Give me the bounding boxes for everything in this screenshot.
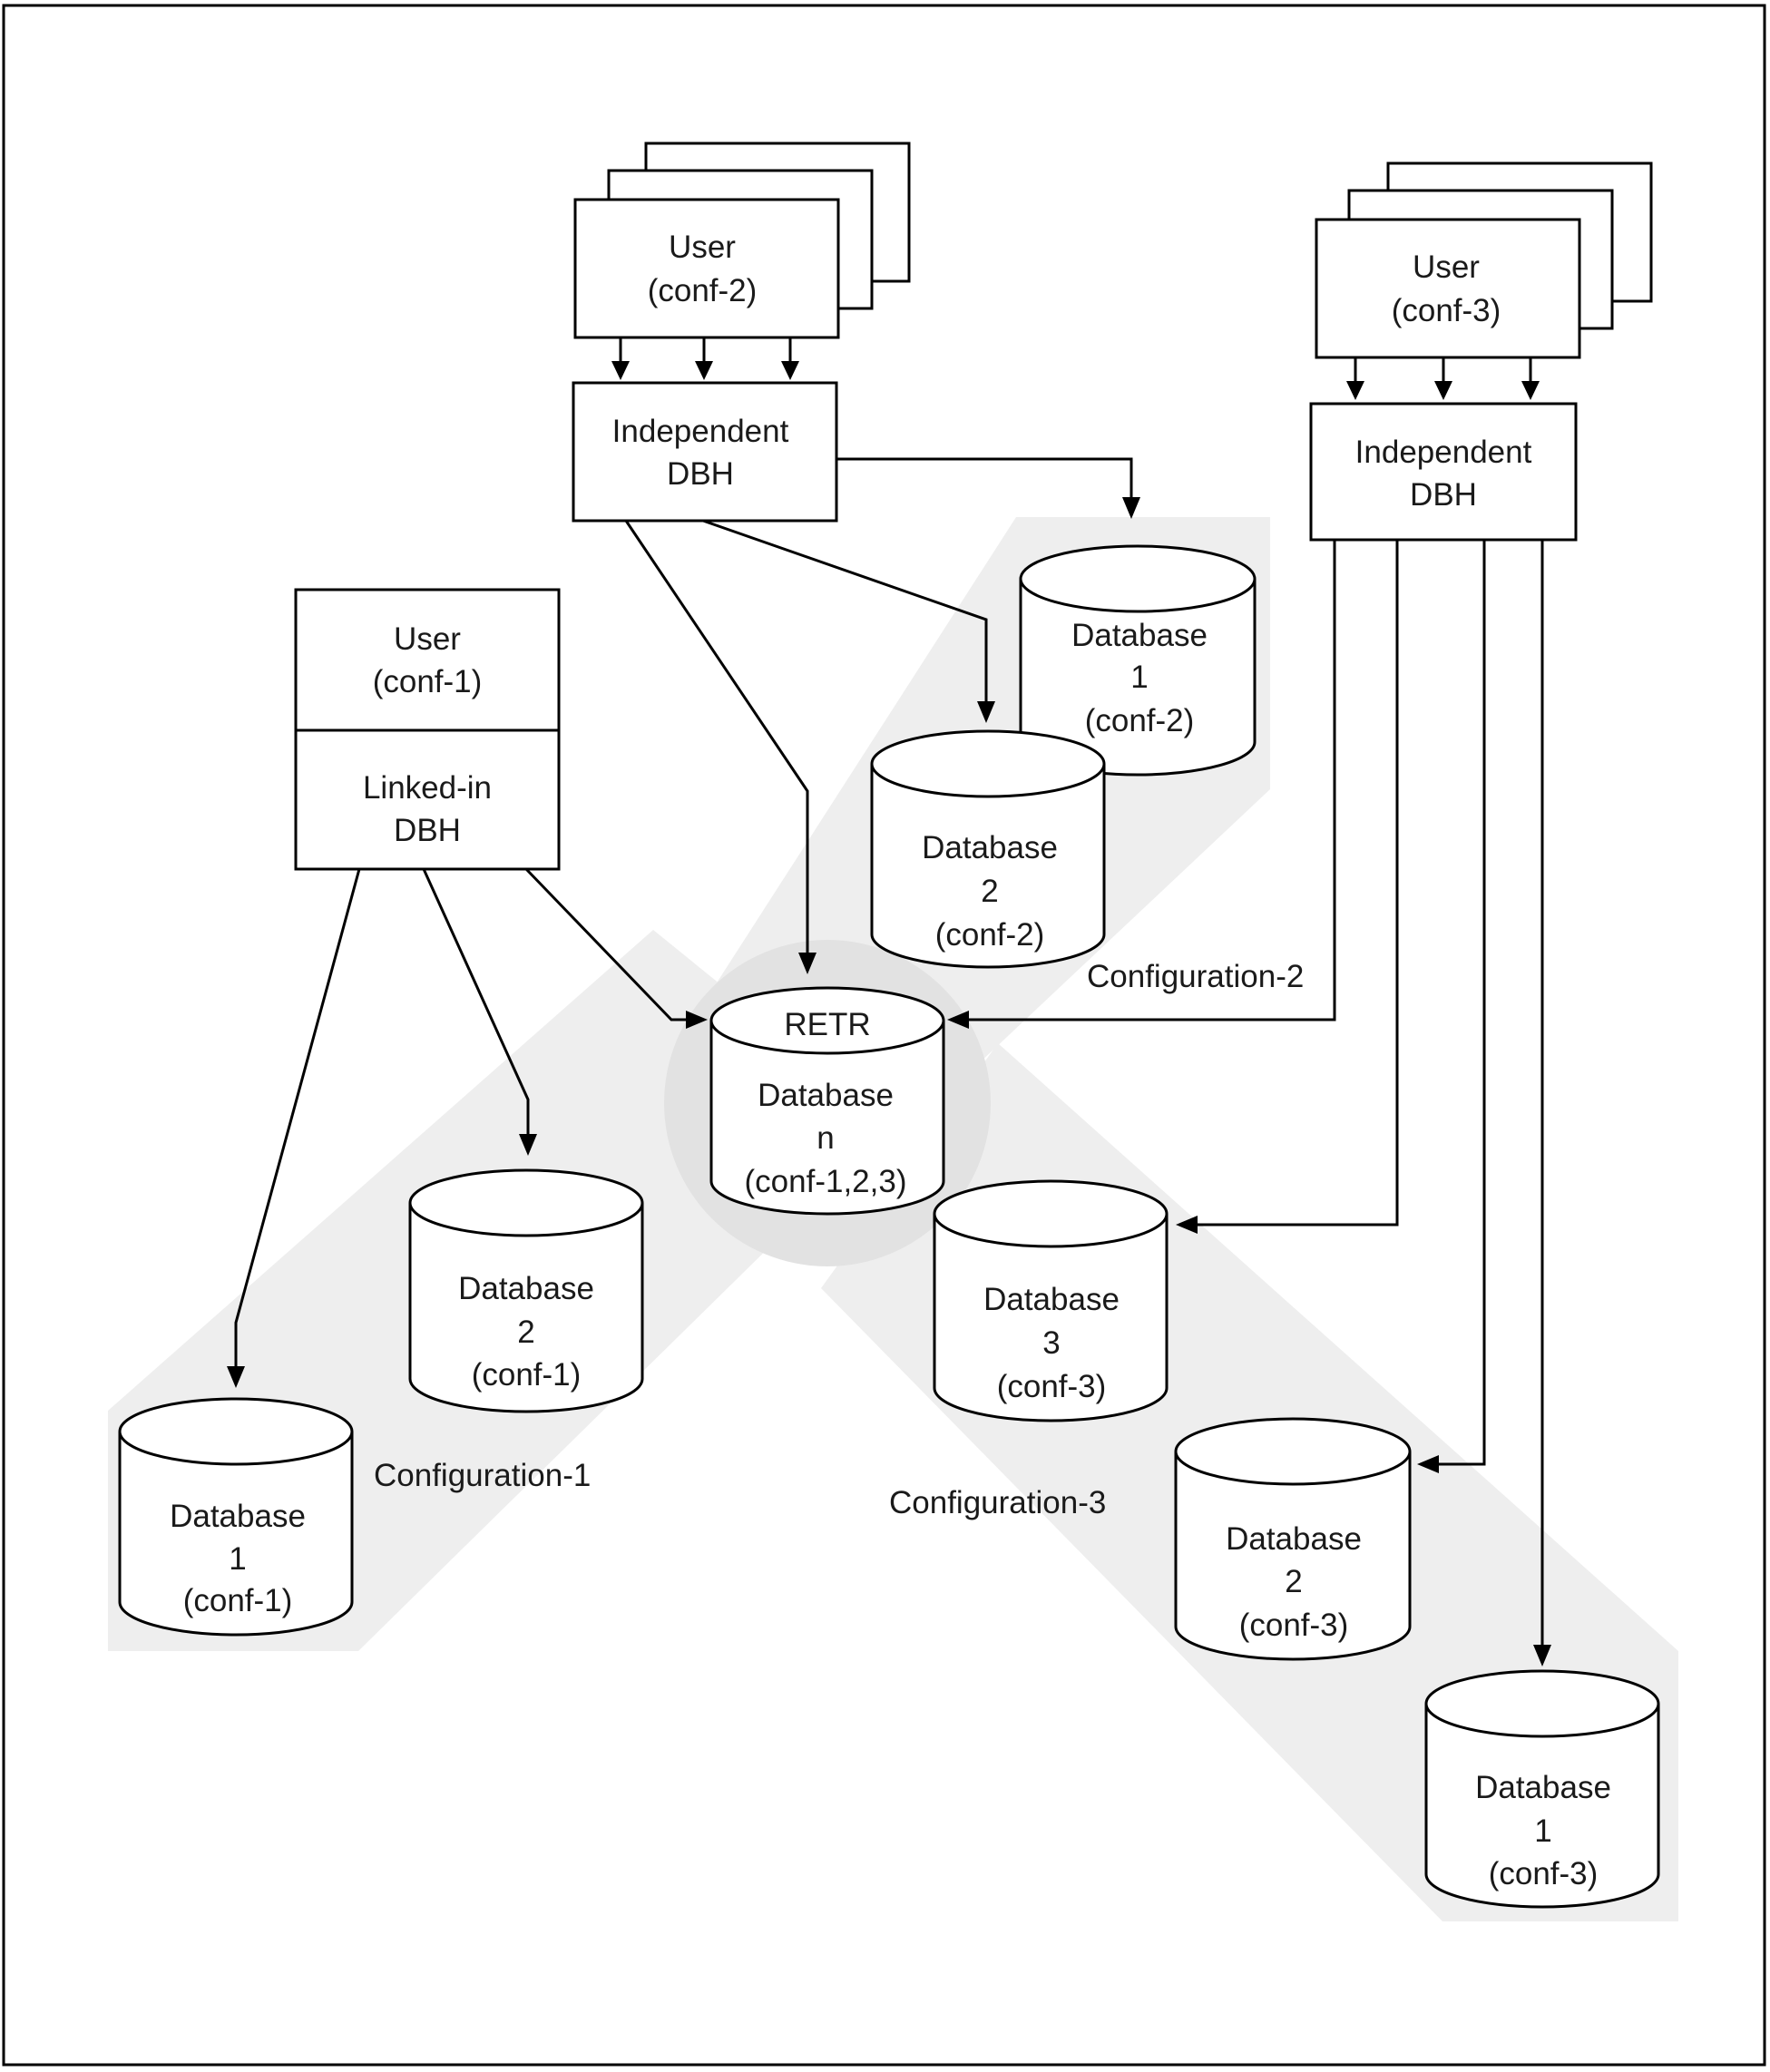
dbh-conf3-to-retr [967,540,1336,1021]
database-2-conf3-number: 2 [1285,1564,1302,1599]
linked-dbh-to-db1-conf1 [234,868,361,1368]
dbh-conf2-to-retr-head [798,953,817,974]
database-3-conf3-label: Database [983,1282,1120,1317]
independent-dbh-conf3-label: Independent [1355,435,1532,470]
dbh-conf3-to-db3-conf3 [1196,540,1399,1227]
linked-dbh-to-db2-conf1 [422,868,530,1136]
dbh-conf3-to-db2-conf3-head [1417,1455,1439,1473]
database-3-conf3-sublabel: (conf-3) [997,1369,1107,1404]
database-1-conf1-cylinder: Database 1 (conf-1) [118,1397,354,1637]
configuration-2-label: Configuration-2 [1087,959,1304,994]
user-conf2-arrowhead-3 [781,361,799,380]
database-2-conf1-label: Database [458,1271,594,1306]
user-conf3-label: User [1413,249,1480,285]
independent-dbh-conf3-sublabel: DBH [1410,477,1477,513]
retr-database-sublabel: (conf-1,2,3) [745,1164,907,1199]
database-1-conf1-number: 1 [229,1541,246,1577]
database-2-conf1-number: 2 [517,1315,534,1350]
user-conf2-box [573,198,840,339]
dbh-conf2-to-db2-conf2-head [977,701,995,723]
linked-dbh-to-db1-conf1-head [227,1366,245,1388]
retr-database-number: n [817,1120,834,1156]
user-conf3-arrowhead-2 [1434,381,1452,400]
linked-in-dbh-sublabel: DBH [394,813,461,848]
dbh-conf2-to-retr [624,520,809,954]
linked-in-dbh-box [294,728,561,871]
dbh-conf2-to-db1-conf2 [836,457,1133,499]
user-conf3-sublabel: (conf-3) [1392,293,1501,328]
independent-dbh-conf3-box [1309,402,1578,542]
independent-dbh-conf2-label: Independent [612,414,789,449]
user-conf2-arrowhead-2 [695,361,713,380]
user-conf2-stack: User (conf-2) [573,142,911,339]
database-2-conf2-label: Database [922,830,1058,865]
database-2-conf3-sublabel: (conf-3) [1239,1608,1349,1643]
linked-dbh-to-db2-conf1-head [519,1134,537,1156]
database-1-conf1-label: Database [170,1499,306,1534]
configuration-1-label: Configuration-1 [374,1458,591,1493]
database-2-conf2-cylinder: Database 2 (conf-2) [870,729,1106,969]
linked-dbh-to-retr-head [686,1011,708,1029]
dbh-conf3-to-retr-head [947,1011,969,1029]
user-conf3-box [1315,218,1581,359]
database-1-conf3-sublabel: (conf-3) [1489,1856,1599,1891]
database-1-conf3-number: 1 [1534,1813,1551,1849]
database-2-conf1-sublabel: (conf-1) [472,1357,582,1393]
linked-dbh-to-retr [524,867,688,1021]
user-conf1-box [294,588,561,732]
database-2-conf2-number: 2 [981,874,998,909]
linked-in-dbh-label: Linked-in [363,770,492,806]
dbh-conf2-to-db1-conf2-head [1122,497,1140,519]
retr-header: RETR [784,1007,870,1042]
database-1-conf3-cylinder: Database 1 (conf-3) [1424,1669,1660,1909]
user-conf2-sublabel: (conf-2) [648,273,758,308]
database-3-conf3-number: 3 [1042,1325,1060,1361]
dbh-conf3-to-db3-conf3-head [1176,1216,1198,1234]
user-conf2-arrowhead-1 [611,361,630,380]
user-conf2-label: User [669,230,736,265]
database-2-conf2-sublabel: (conf-2) [935,917,1045,953]
database-3-conf3-cylinder: Database 3 (conf-3) [933,1179,1169,1422]
database-1-conf2-sublabel: (conf-2) [1085,703,1195,738]
database-1-conf2-cylinder: Database 1 (conf-2) [1019,544,1257,777]
user-conf3-arrowhead-1 [1346,381,1364,400]
database-2-conf3-cylinder: Database 2 (conf-3) [1174,1417,1412,1661]
database-1-conf1-sublabel: (conf-1) [183,1583,293,1618]
database-1-conf2-number: 1 [1130,660,1148,695]
user-conf1-label: User [394,621,461,657]
user-conf3-arrowhead-3 [1521,381,1540,400]
independent-dbh-conf2-sublabel: DBH [667,456,734,492]
dbh-conf2-to-db2-conf2 [702,519,988,703]
user-conf3-stack: User (conf-3) [1315,161,1653,359]
independent-dbh-conf2-box [572,381,838,523]
database-1-conf3-label: Database [1475,1770,1611,1805]
dbh-conf3-to-db1-conf3-head [1533,1645,1551,1666]
retr-database-label: Database [758,1078,894,1113]
retr-database-n-cylinder: RETR Database n (conf-1,2,3) [709,986,945,1216]
user-conf1-sublabel: (conf-1) [373,664,483,699]
dbh-conf3-to-db2-conf3 [1437,540,1486,1466]
configuration-3-label: Configuration-3 [889,1485,1106,1520]
database-1-conf2-label: Database [1071,618,1208,653]
database-2-conf3-label: Database [1226,1521,1362,1557]
database-2-conf1-cylinder: Database 2 (conf-1) [408,1168,644,1413]
